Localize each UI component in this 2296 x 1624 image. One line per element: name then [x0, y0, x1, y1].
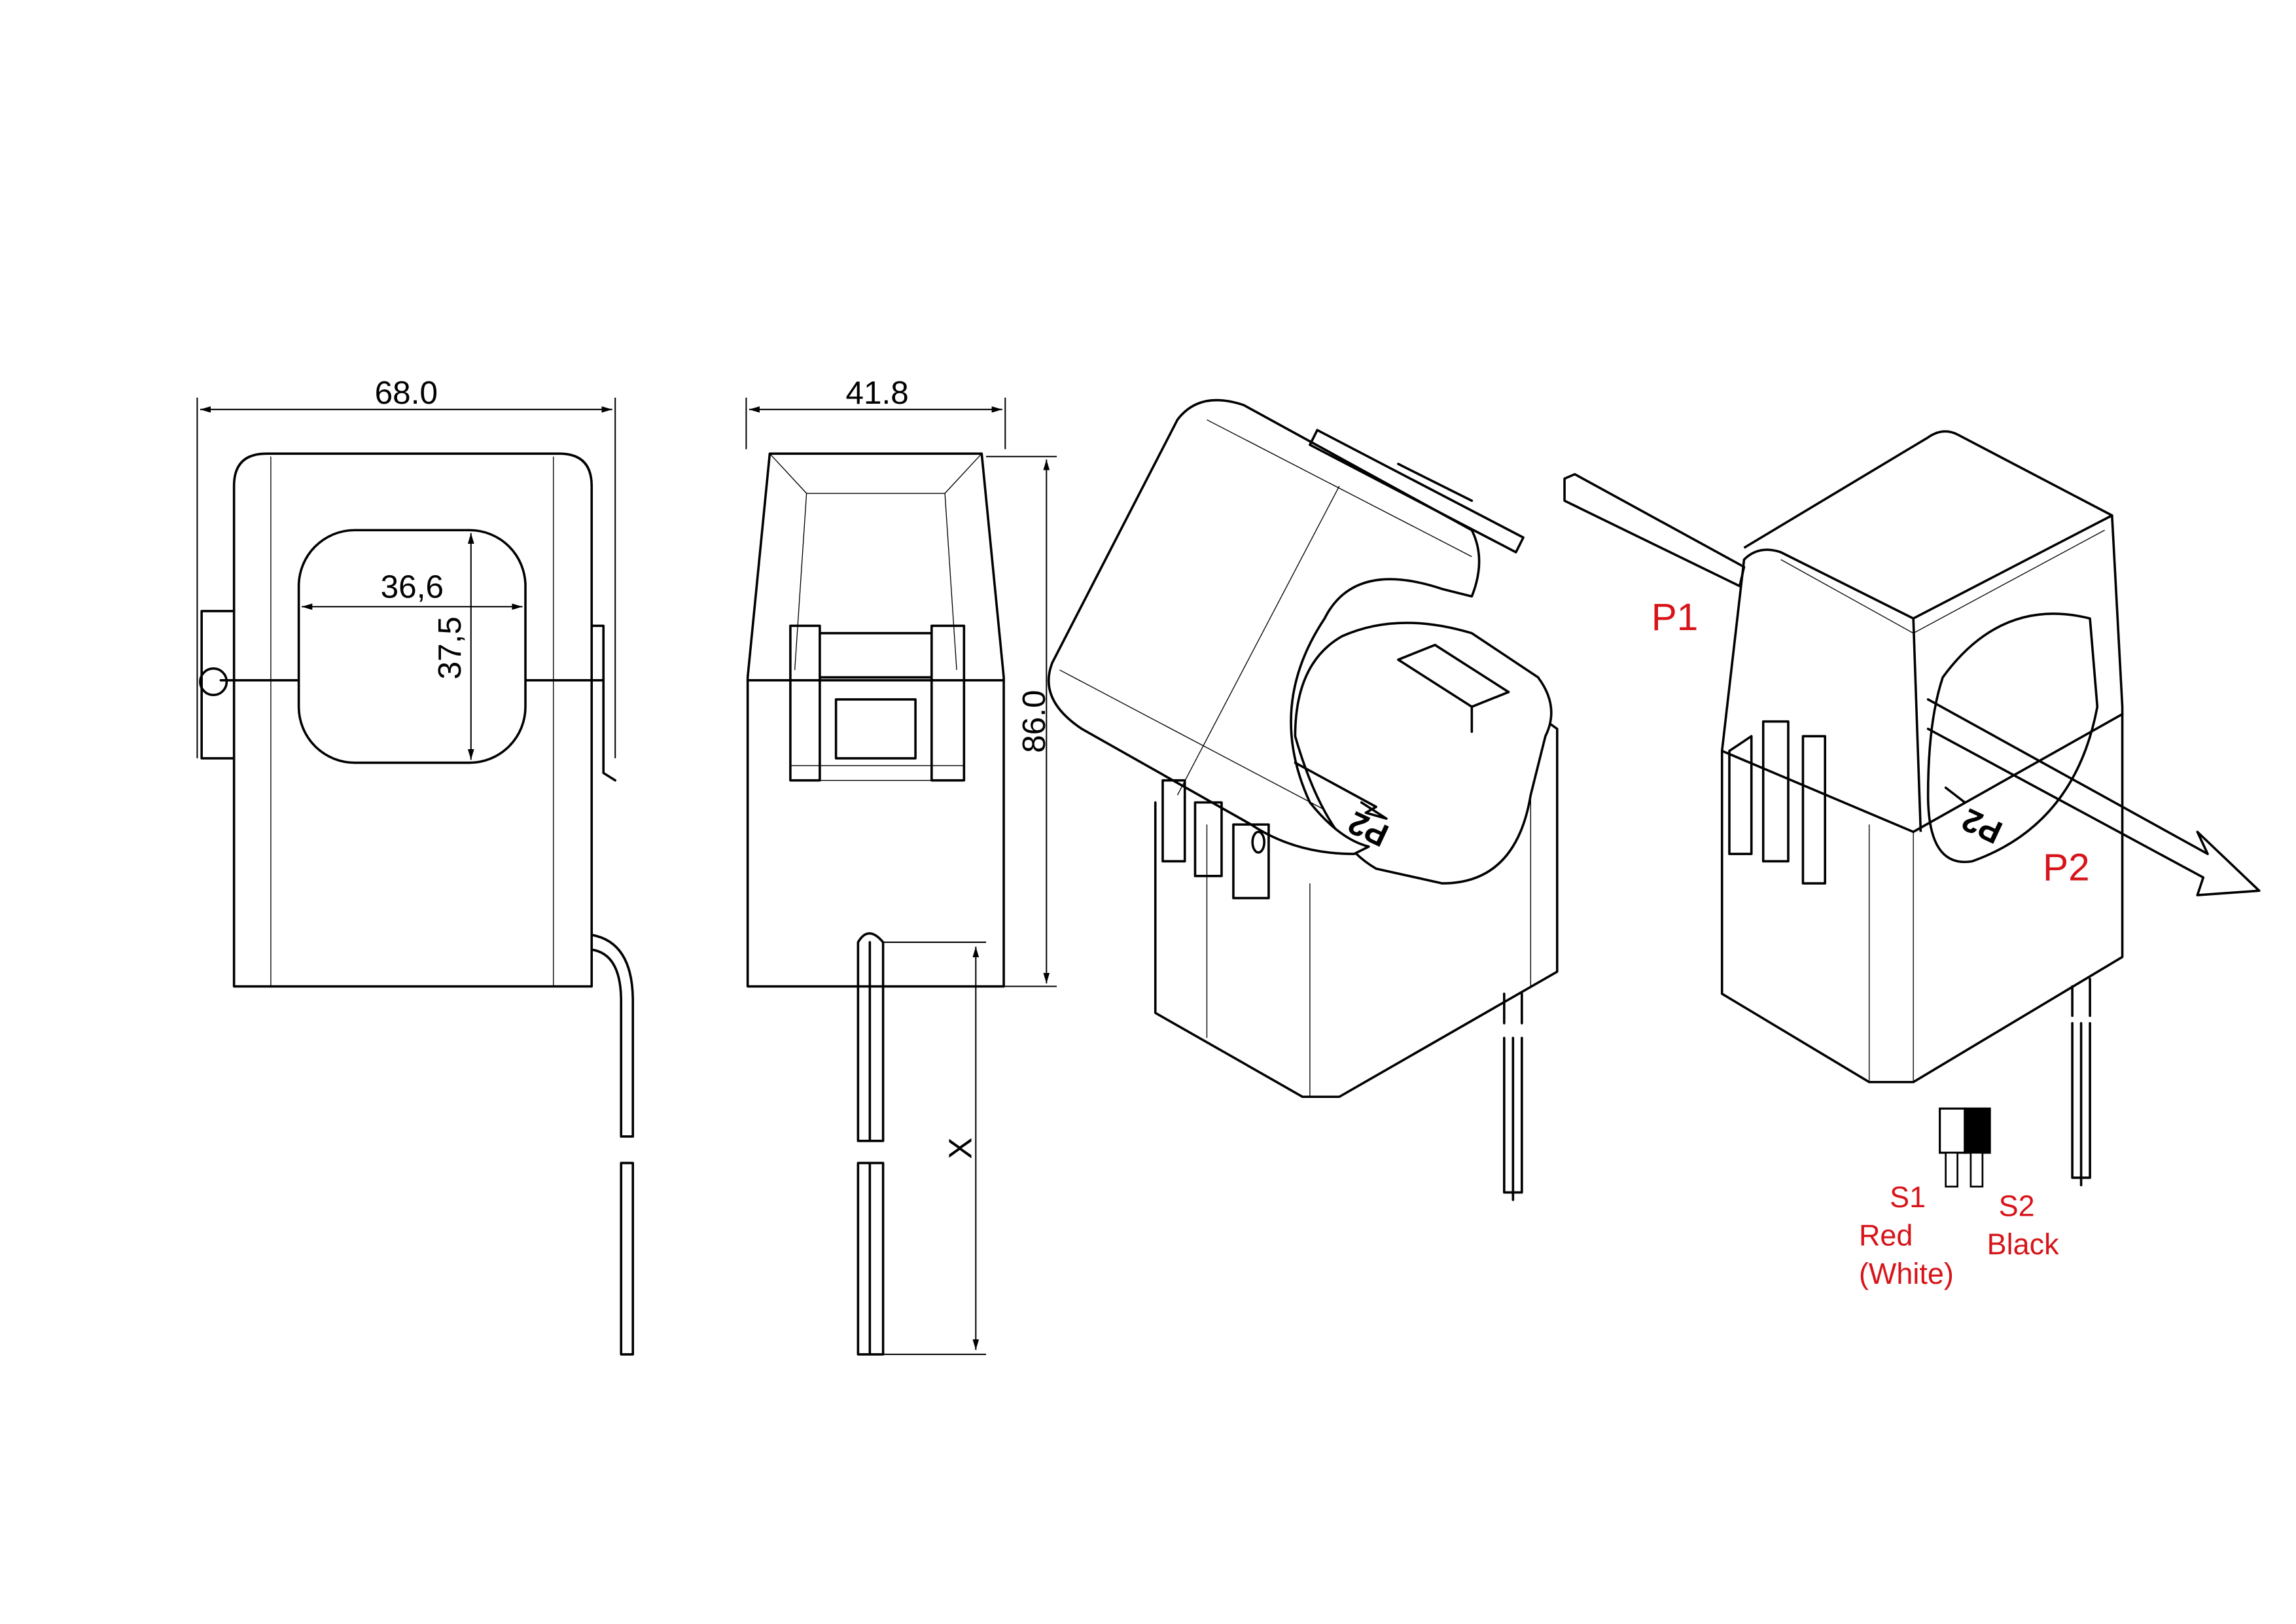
label-p1: P1	[1651, 596, 1699, 639]
label-s2-color: Black	[1987, 1227, 2059, 1261]
isometric-open-view: P2	[1047, 398, 1559, 1201]
dim-lead-length: X	[943, 1137, 979, 1159]
dim-front-width: 68.0	[375, 375, 438, 411]
label-s1: S1	[1890, 1180, 1926, 1214]
label-p2: P2	[2043, 847, 2090, 889]
dim-side-width: 41.8	[845, 375, 908, 411]
dim-overall-height: 86.0	[1016, 690, 1052, 753]
label-s1-color: Red	[1859, 1218, 1913, 1252]
dim-window-width: 36,6	[381, 569, 444, 605]
front-view: 68.0 36,6 37,5	[196, 375, 635, 1356]
label-s1-alt-color: (White)	[1859, 1257, 1954, 1290]
dim-window-height: 37,5	[432, 616, 468, 679]
isometric-closed-view: P2	[1563, 430, 2261, 1187]
secondary-connector	[1939, 1107, 1991, 1188]
label-s2: S2	[1999, 1189, 2035, 1222]
side-view: 41.8 86.0 X	[745, 375, 1057, 1356]
